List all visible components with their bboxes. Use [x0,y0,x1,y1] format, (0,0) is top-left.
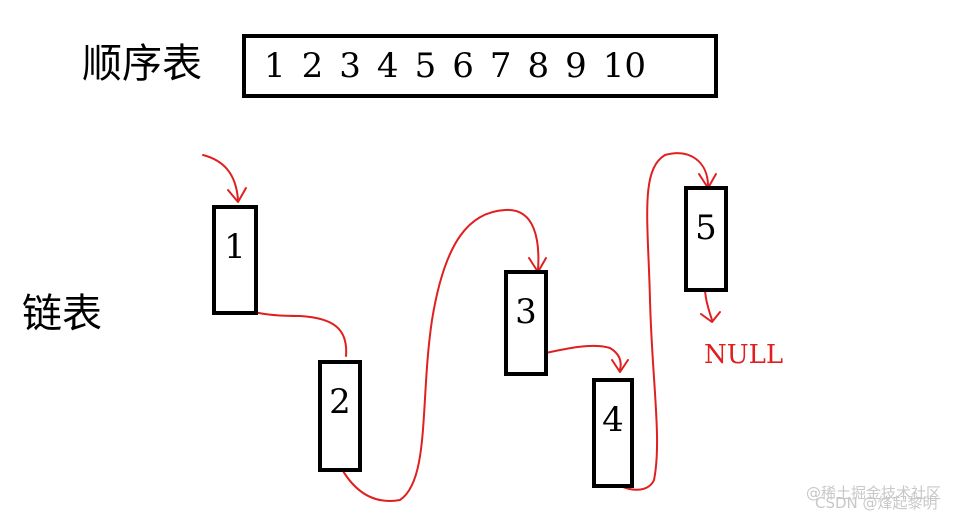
watermark-line2: CSDN @烽起黎明 [815,494,938,512]
sequential-list-label: 顺序表 [82,41,202,87]
sequential-array: 1 2 3 4 5 6 7 8 9 10 [242,34,718,98]
null-label: NULL [704,340,784,370]
list-node-1: 1 [212,205,258,315]
arrowhead [611,359,629,373]
list-node-2: 2 [318,360,362,472]
seq-item: 7 [489,46,512,86]
list-node-4: 4 [592,378,634,488]
linked-list-label: 链表 [22,291,102,337]
list-node-5: 5 [684,186,728,292]
seq-item: 2 [301,46,324,86]
seq-item: 1 [264,46,286,86]
link-4-5 [611,152,709,491]
seq-item: 4 [376,46,399,86]
link-3-4 [531,344,622,371]
seq-item: 9 [565,46,587,86]
seq-item: 8 [527,46,550,86]
seq-item: 5 [414,46,437,86]
seq-item: 3 [339,46,361,86]
link-2-3 [337,208,540,502]
seq-item: 10 [602,46,647,86]
list-node-3: 3 [504,270,548,376]
arrowhead [227,187,247,203]
head-arrow [202,154,239,201]
arrowhead [700,311,721,323]
seq-item: 6 [452,46,474,86]
watermark-line1: @稀土掘金技术社区 [806,484,942,502]
